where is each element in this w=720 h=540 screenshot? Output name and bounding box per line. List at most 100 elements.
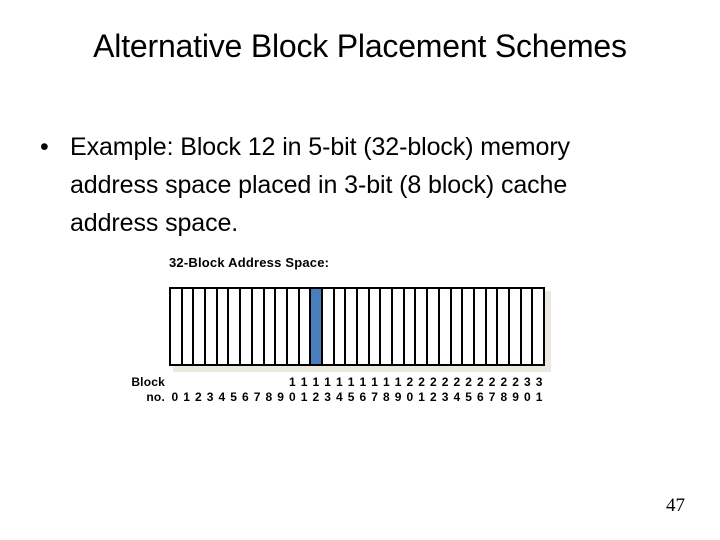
ones-digit: 2 bbox=[195, 390, 202, 404]
ones-digit: 3 bbox=[441, 390, 449, 404]
block-cell bbox=[451, 289, 464, 364]
block-cell bbox=[404, 289, 417, 364]
ones-digit: 6 bbox=[242, 390, 249, 404]
tens-digit: 1 bbox=[324, 375, 331, 389]
tens-digit: 1 bbox=[371, 375, 378, 389]
block-cell bbox=[334, 289, 347, 364]
ones-digit: 0 bbox=[289, 390, 296, 404]
block-cell bbox=[206, 289, 218, 364]
tens-digit: 1 bbox=[347, 375, 355, 389]
ones-digit: 5 bbox=[230, 390, 237, 404]
ones-digit: 1 bbox=[183, 390, 190, 404]
block-cell bbox=[509, 289, 522, 364]
ones-digit: 6 bbox=[359, 390, 367, 404]
list-item: • Example: Block 12 in 5-bit (32-block) … bbox=[26, 128, 626, 242]
ones-digit: 1 bbox=[535, 390, 543, 404]
ones-digit: 3 bbox=[206, 390, 214, 404]
ones-digit: 8 bbox=[265, 390, 273, 404]
block-cell bbox=[369, 289, 382, 364]
ones-digit: 1 bbox=[300, 390, 308, 404]
ones-digit: 3 bbox=[324, 390, 331, 404]
block-cell bbox=[287, 289, 300, 364]
page-number: 47 bbox=[666, 495, 685, 516]
ones-digit: 7 bbox=[488, 390, 496, 404]
block-cell-highlighted bbox=[311, 289, 323, 364]
ones-digit: 7 bbox=[371, 390, 378, 404]
block-cell bbox=[521, 289, 534, 364]
ones-digit: 8 bbox=[383, 390, 390, 404]
tens-digit: 1 bbox=[300, 375, 308, 389]
tens-digit bbox=[181, 375, 193, 390]
block-cell bbox=[393, 289, 405, 364]
tens-digit: 2 bbox=[406, 375, 414, 389]
ones-digit: 0 bbox=[524, 390, 531, 404]
ones-digit: 1 bbox=[418, 390, 425, 404]
block-cell bbox=[486, 289, 499, 364]
block-cell bbox=[428, 289, 440, 364]
tens-digit bbox=[204, 375, 216, 390]
ones-digit: 9 bbox=[394, 390, 402, 404]
block-cell bbox=[346, 289, 358, 364]
tens-digit: 1 bbox=[383, 375, 390, 389]
tens-digit bbox=[263, 375, 275, 390]
block-cell bbox=[533, 289, 543, 364]
block-cell bbox=[381, 289, 394, 364]
tens-digit: 2 bbox=[512, 375, 519, 389]
block-cell bbox=[252, 289, 265, 364]
block-cell bbox=[182, 289, 195, 364]
tens-digit bbox=[228, 375, 240, 390]
block-cell bbox=[229, 289, 242, 364]
tens-digit: 2 bbox=[430, 375, 437, 389]
block-no-label-line2: no. bbox=[146, 390, 165, 404]
block-cell bbox=[264, 289, 277, 364]
ones-digit: 2 bbox=[430, 390, 437, 404]
bullet-list: • Example: Block 12 in 5-bit (32-block) … bbox=[26, 128, 626, 242]
tens-digit: 2 bbox=[441, 375, 449, 389]
ones-digit: 0 bbox=[406, 390, 414, 404]
block-grid bbox=[169, 287, 545, 366]
block-cell bbox=[241, 289, 253, 364]
ones-digit: 9 bbox=[512, 390, 519, 404]
block-cell bbox=[322, 289, 335, 364]
tens-digit bbox=[216, 375, 228, 390]
block-cell bbox=[276, 289, 288, 364]
ones-digit: 6 bbox=[477, 390, 484, 404]
tens-digit: 3 bbox=[535, 375, 543, 389]
ones-digit: 7 bbox=[253, 390, 261, 404]
block-cell bbox=[171, 289, 183, 364]
tens-digit: 2 bbox=[477, 375, 484, 389]
tens-digit bbox=[169, 375, 181, 390]
ones-digit: 4 bbox=[218, 390, 226, 404]
tens-digit bbox=[193, 375, 205, 390]
tens-digit: 2 bbox=[453, 375, 461, 389]
block-cell bbox=[358, 289, 370, 364]
tens-digit: 2 bbox=[488, 375, 496, 389]
tens-digit bbox=[251, 375, 263, 390]
ones-digit: 4 bbox=[453, 390, 461, 404]
block-cell bbox=[463, 289, 475, 364]
block-cell bbox=[217, 289, 230, 364]
block-cell bbox=[299, 289, 312, 364]
block-no-label-line1: Block bbox=[131, 375, 165, 389]
tens-digit bbox=[240, 375, 252, 390]
ones-digit: 4 bbox=[336, 390, 343, 404]
tens-digit: 2 bbox=[418, 375, 425, 389]
tens-digit bbox=[275, 375, 287, 390]
block-no-label: Block no. bbox=[110, 375, 165, 405]
block-cell bbox=[416, 289, 429, 364]
block-cell bbox=[194, 289, 207, 364]
tens-digit: 1 bbox=[336, 375, 343, 389]
ones-digit: 0 bbox=[171, 390, 179, 404]
ones-digit: 9 bbox=[277, 390, 284, 404]
diagram-caption: 32-Block Address Space: bbox=[169, 255, 330, 270]
tens-digit: 1 bbox=[312, 375, 320, 389]
tens-digit: 2 bbox=[500, 375, 508, 389]
tens-digit: 1 bbox=[289, 375, 296, 389]
ones-digit: 8 bbox=[500, 390, 508, 404]
bullet-text: Example: Block 12 in 5-bit (32-block) me… bbox=[70, 133, 570, 237]
ones-digit: 5 bbox=[465, 390, 472, 404]
